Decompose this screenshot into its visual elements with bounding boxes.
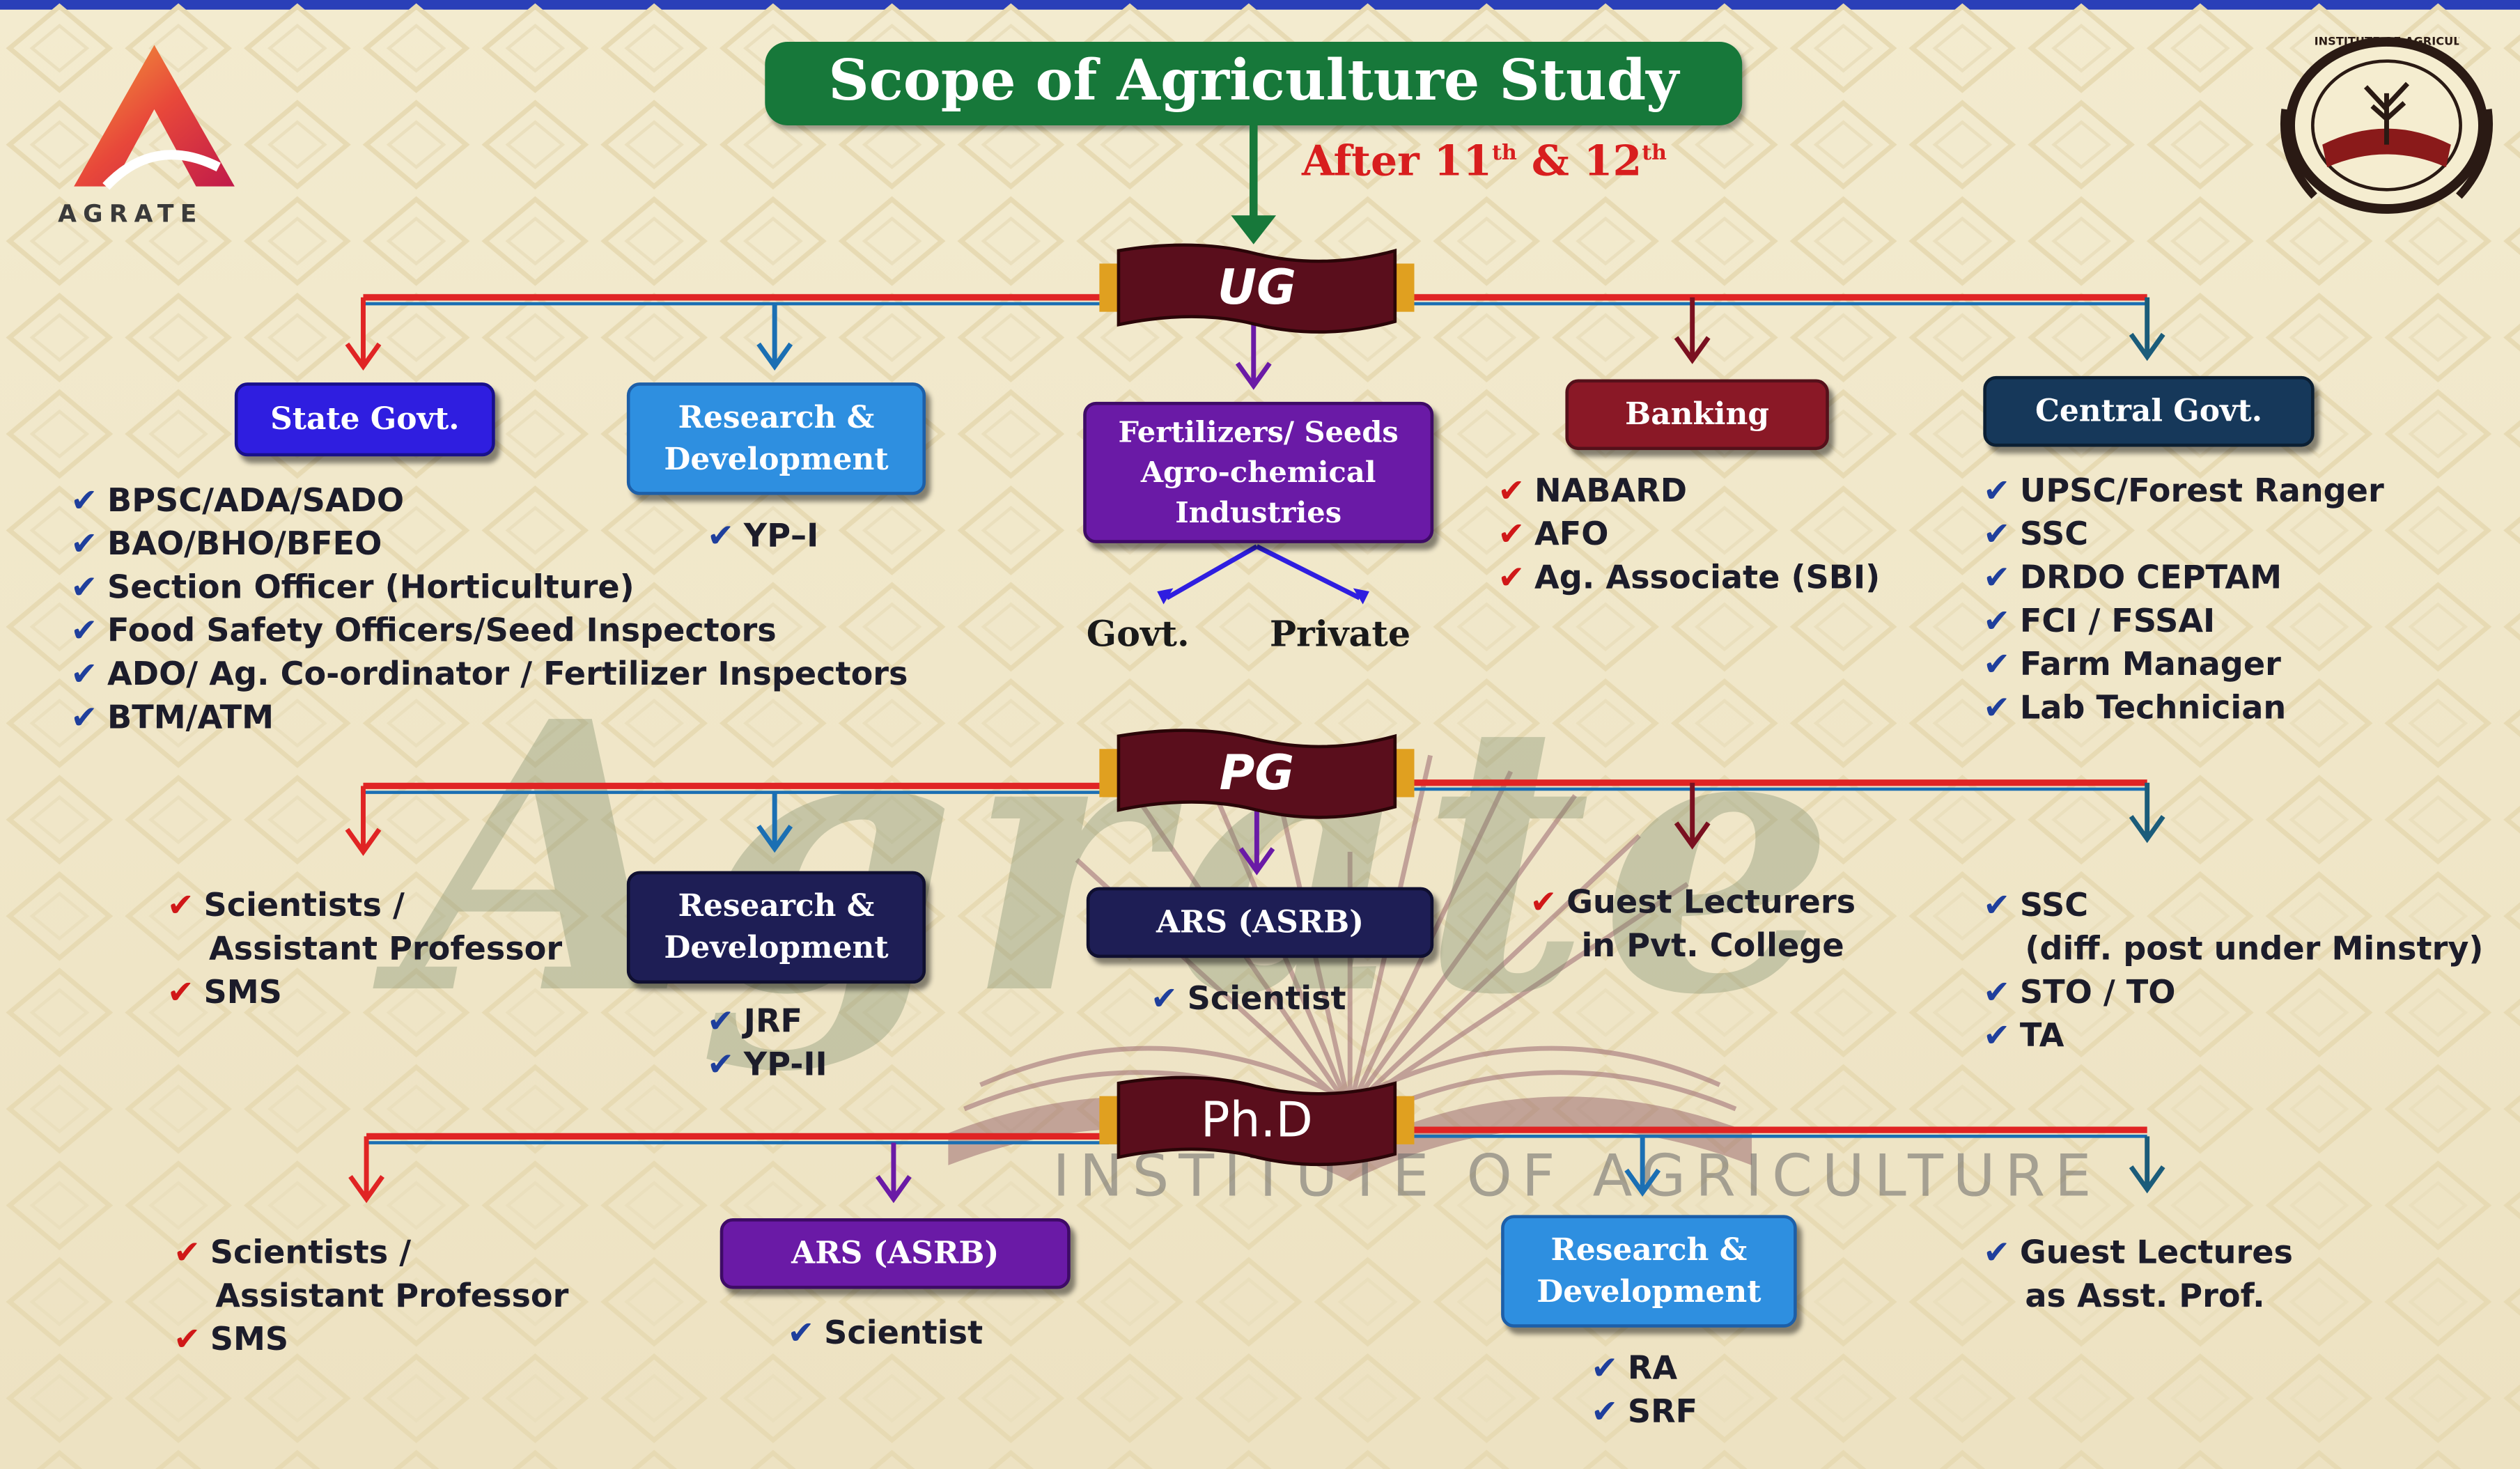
list-item: ✔Scientists /: [166, 885, 405, 924]
agrate-logo-icon: [74, 45, 235, 190]
pg-ribbon: [1099, 729, 1415, 819]
pg-scientists-list: ✔Scientists / Assistant Professor ✔SMS: [167, 884, 562, 1014]
ug-banking-list: ✔NABARD ✔AFO ✔Ag. Associate (SBI): [1498, 469, 1880, 600]
list-item: ✔TA: [1983, 1016, 2064, 1055]
phd-ribbon: [1099, 1075, 1415, 1167]
list-item: ✔Section Officer (Horticulture): [70, 567, 635, 606]
govt-label: Govt.: [1086, 614, 1190, 656]
seal-text: INSTITUTE OF AGRICULTURE AGRATE: [2314, 35, 2459, 49]
pg-ssc-list: ✔SSC (diff. post under Minstry) ✔STO / T…: [1983, 884, 2483, 1057]
list-item: ✔UPSC/Forest Ranger: [1983, 471, 2384, 510]
list-item: in Pvt. College: [1581, 926, 1844, 965]
list-item: ✔Scientist: [1151, 979, 1346, 1018]
after-11-12-label: After 11th & 12th: [1301, 138, 1667, 187]
list-item: Assistant Professor: [215, 1276, 569, 1315]
list-item: ✔Guest Lectures: [1983, 1232, 2294, 1272]
list-item: ✔STO / TO: [1983, 972, 2176, 1011]
pg-ars-asrb-box: ARS (ASRB): [1086, 887, 1434, 958]
private-label: Private: [1269, 614, 1411, 656]
page-title: Scope of Agriculture Study: [765, 41, 1743, 125]
list-item: ✔BPSC/ADA/SADO: [70, 480, 405, 520]
list-item: ✔SSC: [1983, 514, 2089, 553]
list-item: ✔RA: [1591, 1348, 1678, 1388]
list-item: ✔FCI / FSSAI: [1983, 600, 2216, 640]
ug-ribbon: [1099, 243, 1415, 334]
list-item: ✔YP–I: [707, 515, 819, 555]
brand-name: AGRATE: [58, 199, 203, 228]
phd-research-list: ✔RA ✔SRF: [1591, 1347, 1697, 1434]
list-item: ✔SRF: [1591, 1392, 1698, 1431]
pg-guest-lecturers-list: ✔Guest Lecturers in Pvt. College: [1530, 880, 1856, 967]
pg-research-development-box: Research & Development: [626, 871, 926, 984]
ug-research-list: ✔YP–I: [707, 514, 818, 557]
list-item: ✔DRDO CEPTAM: [1983, 557, 2282, 597]
phd-ars-asrb-box: ARS (ASRB): [720, 1218, 1071, 1289]
phd-label: Ph.D: [1200, 1093, 1313, 1149]
institute-seal-icon: [2280, 37, 2494, 214]
list-item: ✔Guest Lecturers: [1530, 882, 1856, 922]
list-item: ✔NABARD: [1498, 471, 1688, 510]
ug-label: UG: [1217, 260, 1296, 317]
phd-scientists-list: ✔Scientists / Assistant Professor ✔SMS: [173, 1231, 568, 1361]
ug-state-govt-box: State Govt.: [234, 382, 495, 457]
list-item: as Asst. Prof.: [2025, 1276, 2265, 1315]
list-item: ✔Scientists /: [173, 1232, 412, 1272]
list-item: ✔BAO/BHO/BFEO: [70, 524, 382, 563]
list-item: ✔BTM/ATM: [70, 697, 274, 736]
list-item: ✔Ag. Associate (SBI): [1498, 557, 1881, 597]
phd-research-development-box: Research & Development: [1501, 1215, 1797, 1328]
list-item: ✔Scientist: [787, 1313, 983, 1352]
list-item: ✔YP-II: [707, 1044, 827, 1084]
list-item: ✔JRF: [707, 1001, 803, 1040]
ug-fertilizers-industries-box: Fertilizers/ Seeds Agro-chemical Industr…: [1083, 401, 1434, 543]
phd-guest-lectures-list: ✔Guest Lectures as Asst. Prof.: [1983, 1231, 2293, 1318]
list-item: ✔Farm Manager: [1983, 644, 2281, 683]
pg-ars-list: ✔Scientist: [1151, 977, 1346, 1020]
ug-research-development-box: Research & Development: [626, 382, 926, 495]
phd-ars-list: ✔Scientist: [788, 1312, 983, 1355]
list-item: ✔ADO/ Ag. Co-ordinator / Fertilizer Insp…: [70, 654, 908, 693]
ug-central-govt-list: ✔UPSC/Forest Ranger ✔SSC ✔DRDO CEPTAM ✔F…: [1983, 469, 2383, 730]
ug-state-govt-list: ✔BPSC/ADA/SADO ✔BAO/BHO/BFEO ✔Section Of…: [71, 479, 908, 740]
pg-research-list: ✔JRF ✔YP-II: [707, 1000, 827, 1087]
list-item: ✔AFO: [1498, 514, 1609, 553]
ug-central-govt-box: Central Govt.: [1983, 375, 2315, 447]
list-item: ✔SMS: [166, 972, 282, 1011]
list-item: ✔SMS: [173, 1319, 289, 1358]
list-item: Assistant Professor: [208, 928, 563, 968]
list-item: ✔SSC: [1983, 885, 2089, 924]
ug-banking-box: Banking: [1565, 379, 1829, 451]
pg-label: PG: [1219, 745, 1295, 802]
list-item: ✔Lab Technician: [1983, 687, 2287, 726]
list-item: (diff. post under Minstry): [2025, 928, 2484, 968]
list-item: ✔Food Safety Officers/Seed Inspectors: [70, 610, 777, 650]
